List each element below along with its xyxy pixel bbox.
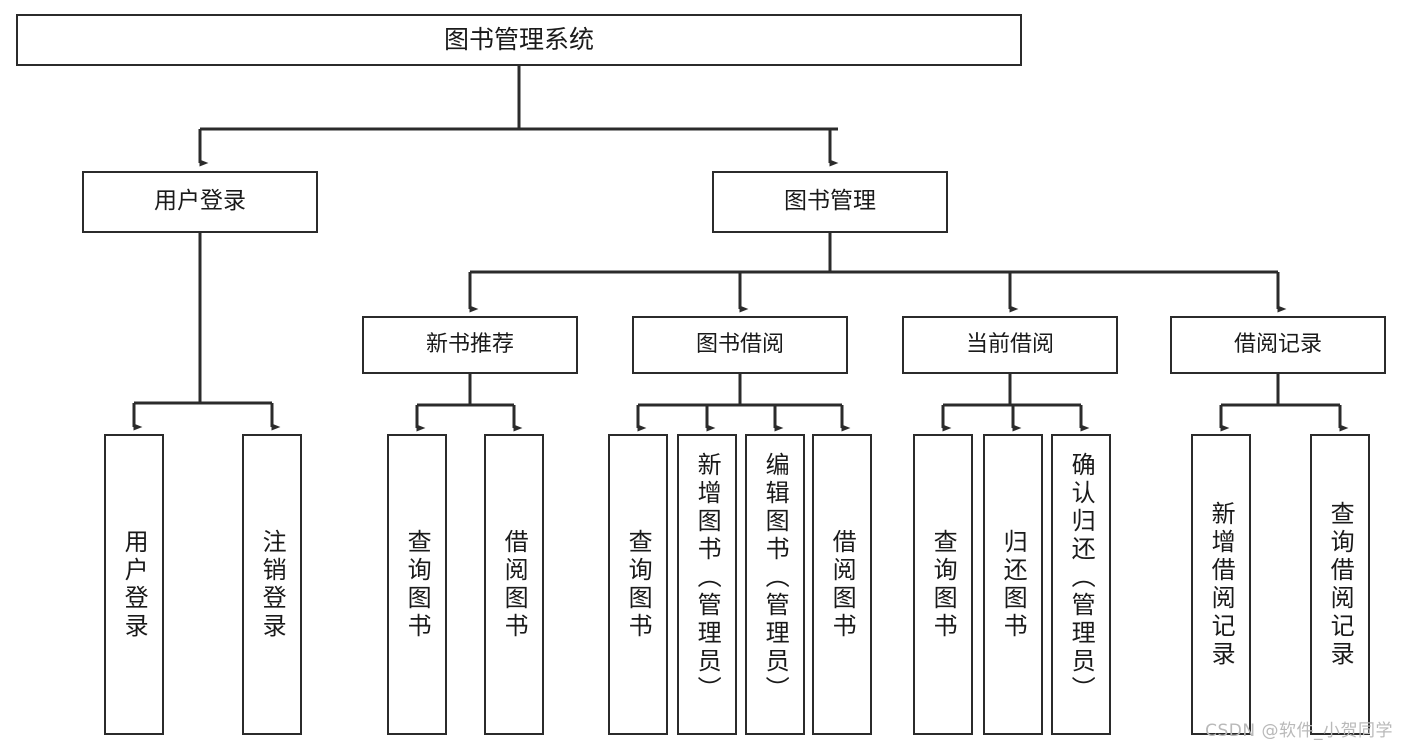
node-book-borrow-label: 图书借阅 [695,332,784,358]
leaf-query-book-2-label: 查询图书 [624,528,653,641]
leaf-edit-book[interactable]: 编辑图书（管理员） [745,434,805,735]
watermark-text: CSDN @软件_小贺同学 [1205,721,1393,741]
leaf-return-book[interactable]: 归还图书 [983,434,1043,735]
node-root[interactable]: 图书管理系统 [16,14,1022,66]
leaf-query-borrow-record-label: 查询借阅记录 [1326,500,1355,669]
leaf-query-book-3[interactable]: 查询图书 [913,434,973,735]
leaf-return-book-label: 归还图书 [999,528,1028,641]
node-current-borrow[interactable]: 当前借阅 [902,316,1118,374]
leaf-query-book-2[interactable]: 查询图书 [608,434,668,735]
leaf-borrow-book-2-label: 借阅图书 [828,528,857,641]
leaf-add-borrow-record[interactable]: 新增借阅记录 [1191,434,1251,735]
node-book-management-label: 图书管理 [784,188,876,215]
leaf-confirm-return[interactable]: 确认归还（管理员） [1051,434,1111,735]
node-borrow-record[interactable]: 借阅记录 [1170,316,1386,374]
leaf-query-book-3-label: 查询图书 [929,528,958,641]
leaf-query-borrow-record[interactable]: 查询借阅记录 [1310,434,1370,735]
leaf-borrow-book-2[interactable]: 借阅图书 [812,434,872,735]
node-user-login[interactable]: 用户登录 [82,171,318,233]
leaf-edit-book-label: 编辑图书（管理员） [761,452,790,704]
leaf-add-book-label: 新增图书（管理员） [693,452,722,704]
node-current-borrow-label: 当前借阅 [965,332,1054,358]
node-new-book-recommend[interactable]: 新书推荐 [362,316,578,374]
node-borrow-record-label: 借阅记录 [1233,332,1322,358]
leaf-add-borrow-record-label: 新增借阅记录 [1207,500,1236,669]
node-book-borrow[interactable]: 图书借阅 [632,316,848,374]
node-book-management[interactable]: 图书管理 [712,171,948,233]
leaf-confirm-return-label: 确认归还（管理员） [1067,452,1096,704]
leaf-borrow-book-1[interactable]: 借阅图书 [484,434,544,735]
leaf-logout[interactable]: 注销登录 [242,434,302,735]
leaf-add-book[interactable]: 新增图书（管理员） [677,434,737,735]
node-user-login-label: 用户登录 [154,188,246,215]
node-new-book-recommend-label: 新书推荐 [425,332,514,358]
leaf-borrow-book-1-label: 借阅图书 [500,528,529,641]
leaf-user-login-label: 用户登录 [120,528,149,641]
node-root-label: 图书管理系统 [443,25,594,55]
leaf-user-login[interactable]: 用户登录 [104,434,164,735]
leaf-query-book-1-label: 查询图书 [403,528,432,641]
leaf-query-book-1[interactable]: 查询图书 [387,434,447,735]
leaf-logout-label: 注销登录 [258,528,287,641]
